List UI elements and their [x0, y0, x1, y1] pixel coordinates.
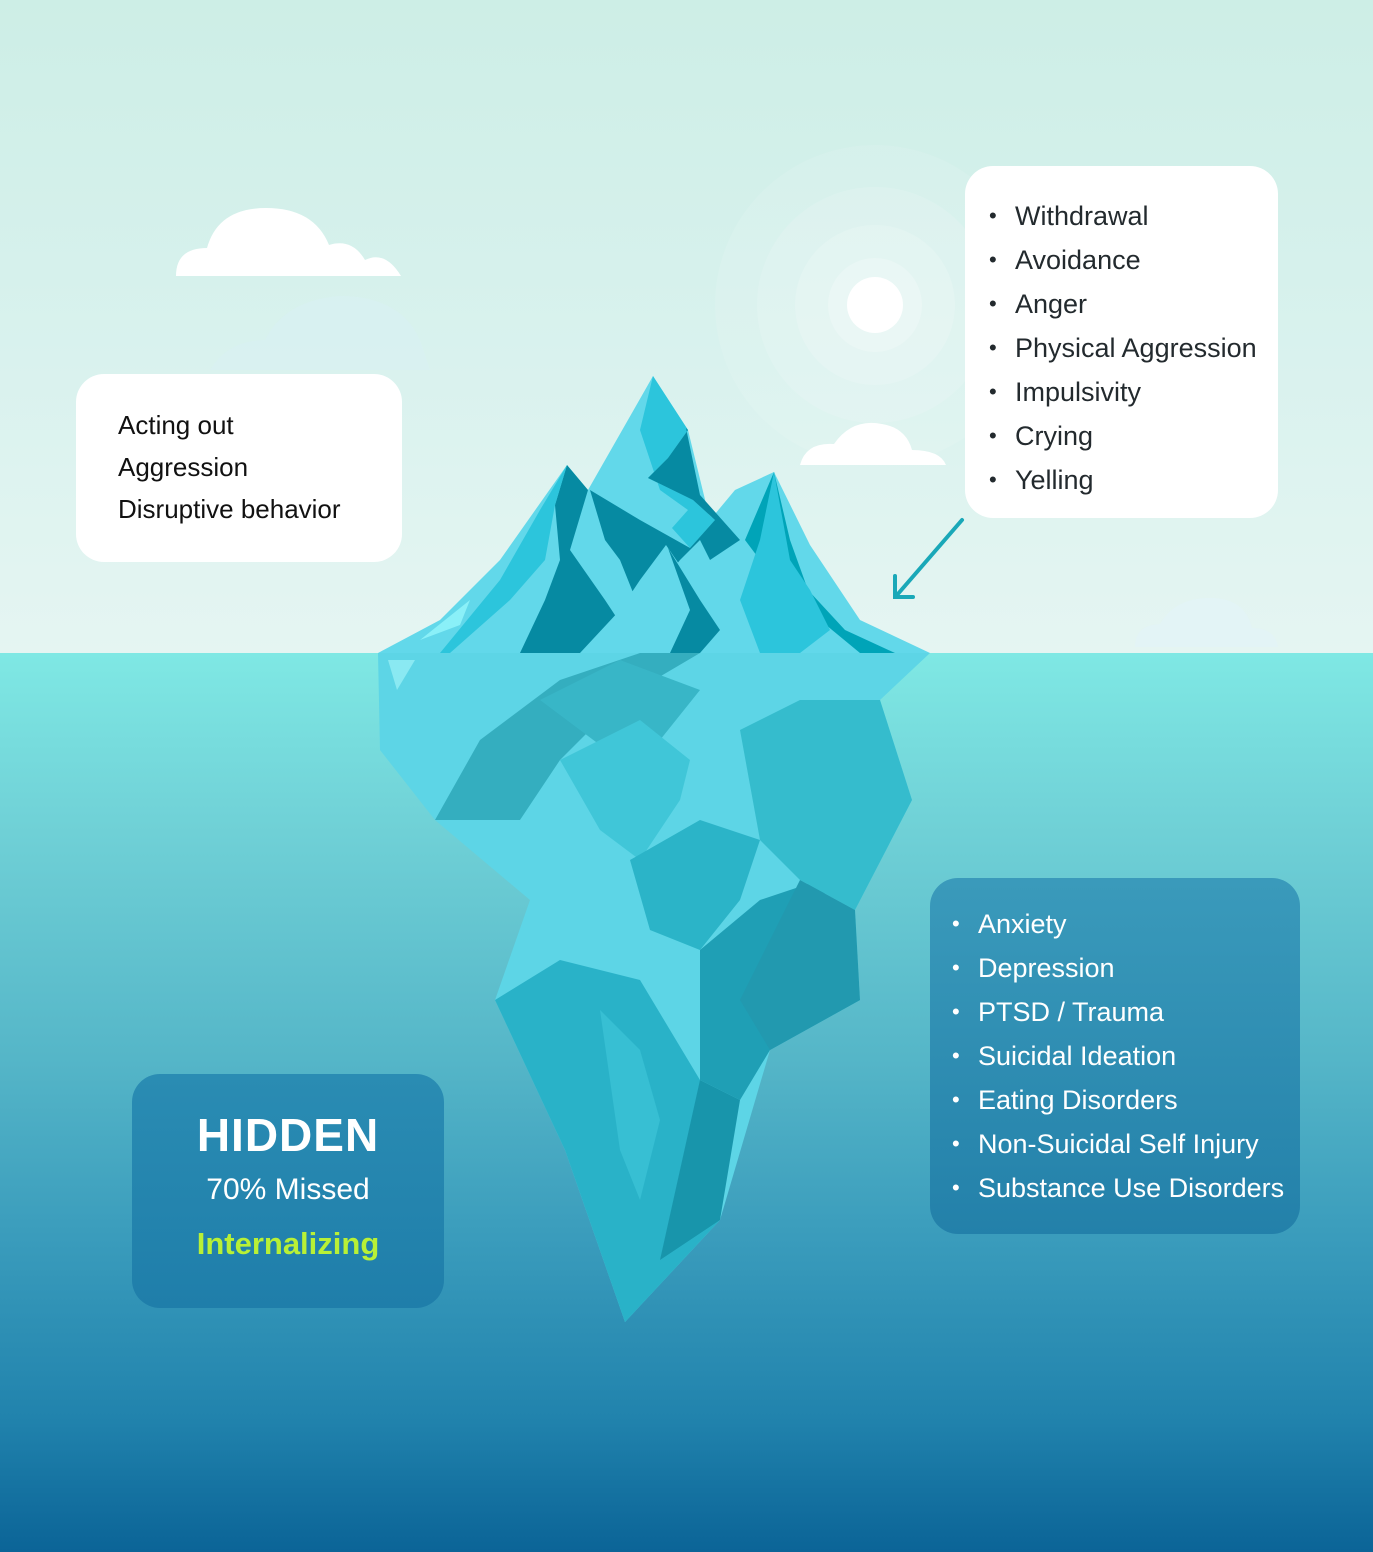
list-item-label: Yelling: [1015, 465, 1094, 495]
bullet-icon: •: [952, 911, 960, 936]
sun-icon: [715, 145, 1035, 465]
list-item: • Suicidal Ideation: [952, 1034, 1300, 1078]
list-item: • Non-Suicidal Self Injury: [952, 1122, 1300, 1166]
list-item: • Yelling: [989, 458, 1278, 502]
list-item: • Physical Aggression: [989, 326, 1278, 370]
bullet-icon: •: [952, 955, 960, 980]
hidden-summary-card: HIDDEN 70% Missed Internalizing: [132, 1074, 444, 1308]
list-item-label: Non-Suicidal Self Injury: [978, 1129, 1259, 1159]
list-item-label: Anxiety: [978, 909, 1067, 939]
list-item-label: Substance Use Disorders: [978, 1173, 1285, 1203]
bullet-icon: •: [989, 291, 997, 316]
list-item-label: Avoidance: [1015, 245, 1141, 275]
list-item: • Crying: [989, 414, 1278, 458]
arrow-down-left-icon: [893, 518, 964, 599]
hidden-title: HIDDEN: [196, 1109, 380, 1161]
hidden-conditions-card: • Anxiety • Depression • PTSD / Trauma • Sui…: [930, 878, 1300, 1234]
bullet-icon: •: [989, 247, 997, 272]
iceberg-tip: [378, 376, 930, 653]
list-item: • Substance Use Disorders: [952, 1166, 1300, 1210]
externalizing-line: Acting out: [118, 410, 234, 440]
bullet-icon: •: [952, 999, 960, 1024]
cloud-icon: [176, 208, 401, 276]
list-item: • Impulsivity: [989, 370, 1278, 414]
externalizing-line: Aggression: [118, 452, 249, 482]
list-item-label: Withdrawal: [1015, 201, 1149, 231]
bullet-icon: •: [952, 1175, 960, 1200]
bullet-icon: •: [952, 1087, 960, 1112]
bullet-icon: •: [989, 423, 997, 448]
list-item-label: Crying: [1015, 421, 1094, 451]
internalizing-label: Internalizing: [196, 1226, 380, 1261]
list-item-label: Suicidal Ideation: [978, 1041, 1177, 1071]
list-item-label: Anger: [1015, 289, 1088, 319]
cloud-icon: [210, 296, 430, 370]
missed-percentage: 70% Missed: [206, 1173, 370, 1206]
list-item-label: Physical Aggression: [1015, 333, 1257, 363]
visible-behaviors-card: • Withdrawal • Avoidance • Anger • Physical …: [965, 166, 1278, 518]
list-item: • Eating Disorders: [952, 1078, 1300, 1122]
bullet-icon: •: [952, 1131, 960, 1156]
list-item: • Anxiety: [952, 902, 1300, 946]
list-item: • PTSD / Trauma: [952, 990, 1300, 1034]
visible-behaviors-list: • Withdrawal • Avoidance • Anger • Physical …: [989, 194, 1278, 502]
cloud-icon: [800, 422, 946, 465]
externalizing-line: Disruptive behavior: [118, 494, 341, 524]
hidden-conditions-list: • Anxiety • Depression • PTSD / Trauma • Sui…: [952, 902, 1300, 1210]
bullet-icon: •: [952, 1043, 960, 1068]
list-item-label: Impulsivity: [1015, 377, 1142, 407]
list-item-label: Depression: [978, 953, 1115, 983]
bullet-icon: •: [989, 335, 997, 360]
list-item: • Avoidance: [989, 238, 1278, 282]
bullet-icon: •: [989, 203, 997, 228]
list-item-label: PTSD / Trauma: [978, 997, 1165, 1027]
externalizing-card: Acting out Aggression Disruptive behavio…: [76, 374, 402, 562]
iceberg-underwater: [378, 653, 930, 1322]
list-item: • Depression: [952, 946, 1300, 990]
bullet-icon: •: [989, 379, 997, 404]
bullet-icon: •: [989, 467, 997, 492]
cloud-icon: [1135, 598, 1278, 647]
list-item: • Withdrawal: [989, 194, 1278, 238]
list-item: • Anger: [989, 282, 1278, 326]
list-item-label: Eating Disorders: [978, 1085, 1178, 1115]
